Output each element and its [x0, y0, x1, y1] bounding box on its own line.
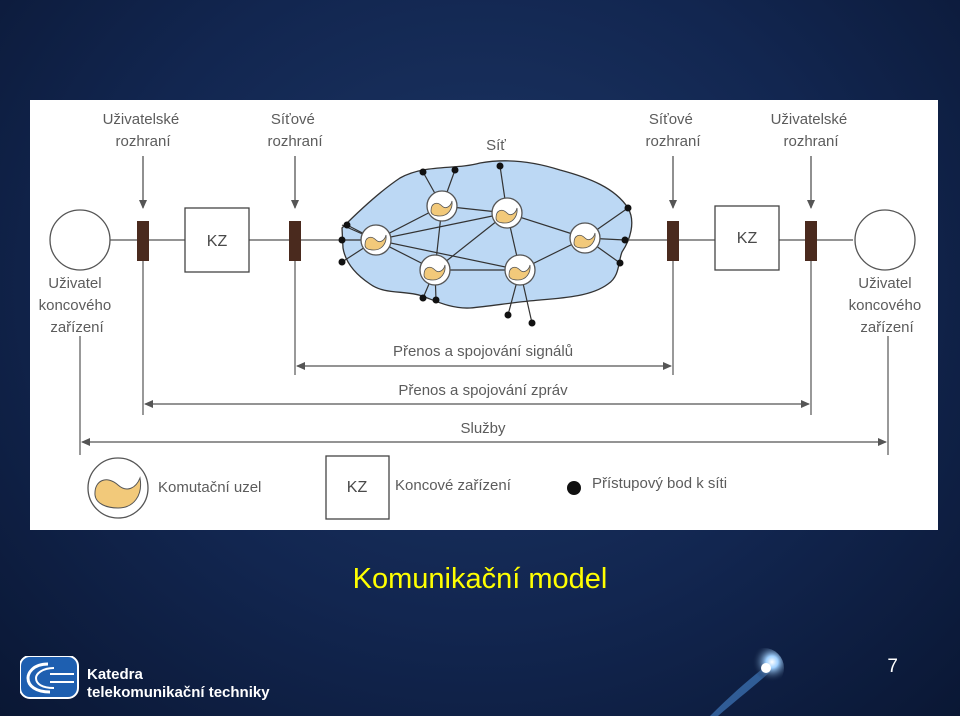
legend-kz-label: KZ — [347, 479, 368, 496]
department-logo: Katedra telekomunikační techniky — [20, 656, 280, 706]
end-user-label-left: Uživatel koncového zařízení — [39, 275, 116, 336]
switching-node — [426, 190, 458, 222]
network-interface-label-right: Síťové rozhraní — [645, 111, 701, 150]
message-span-label: Přenos a spojování zpráv — [398, 382, 568, 399]
services-span-label: Služby — [460, 420, 506, 437]
slide-title: Komunikační model — [352, 563, 608, 595]
user-interface-bar-left — [137, 221, 149, 261]
kz-box-left — [184, 207, 250, 273]
kz-label-right: KZ — [737, 230, 758, 247]
legend-access-point-dot — [567, 481, 581, 495]
legend-terminal-device-label: Koncové zařízení — [395, 477, 512, 494]
end-user-label-right: Uživatel koncového zařízení — [849, 275, 926, 336]
logo-text-line2: telekomunikační techniky — [87, 684, 270, 701]
end-user-right-circle — [854, 209, 916, 271]
legend-switching-node-label: Komutační uzel — [158, 479, 261, 496]
comet-decoration-icon — [710, 648, 784, 716]
user-interface-label-left: Uživatelské rozhraní — [103, 111, 184, 150]
legend-switching-node — [87, 457, 149, 519]
signal-span-label: Přenos a spojování signálů — [393, 343, 573, 360]
network-label: Síť — [486, 137, 506, 154]
diagram-panel: Uživatelské rozhraní Síťové rozhraní Síť… — [30, 100, 938, 530]
logo-text-line1: Katedra — [87, 666, 143, 683]
switching-node — [419, 254, 451, 286]
legend-access-point-label: Přístupový bod k síti — [592, 475, 727, 492]
end-user-left-circle — [49, 209, 111, 271]
switching-node — [504, 254, 536, 286]
communication-model-diagram: Uživatelské rozhraní Síťové rozhraní Síť… — [39, 111, 926, 520]
network-interface-label-left: Síťové rozhraní — [267, 111, 323, 150]
user-interface-label-right: Uživatelské rozhraní — [771, 111, 852, 150]
network-interface-bar-right — [667, 221, 679, 261]
user-interface-bar-right — [805, 221, 817, 261]
legend-kz-box — [325, 455, 390, 520]
page-number: 7 — [887, 656, 898, 677]
kz-label-left: KZ — [207, 233, 228, 250]
network-interface-bar-left — [289, 221, 301, 261]
kz-box-right — [714, 205, 780, 271]
logo-mark-icon — [20, 656, 79, 699]
access-points — [338, 162, 632, 327]
switching-node — [491, 197, 523, 229]
switching-node — [360, 224, 392, 256]
switching-node — [569, 222, 601, 254]
